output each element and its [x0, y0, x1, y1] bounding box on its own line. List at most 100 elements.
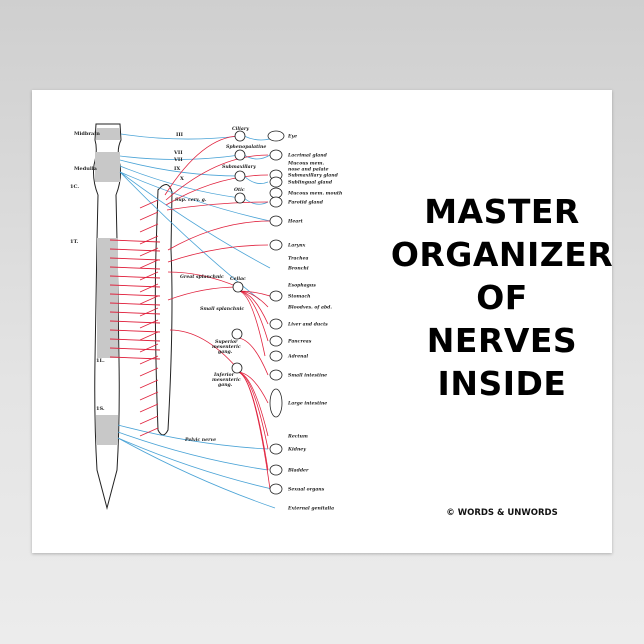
organ-shape: [269, 464, 283, 476]
organ-label: nose and palate: [288, 167, 329, 173]
organ-label: Large intestine: [287, 401, 327, 407]
organ-shape: [269, 290, 283, 302]
organ-label: Small intestine: [288, 373, 327, 379]
ganglion-label: Great splanchnic: [180, 274, 224, 280]
sympathetic-ramus: [139, 247, 159, 257]
sympathetic-ramus: [109, 293, 161, 297]
sympathetic-ramus: [139, 271, 159, 281]
cranial-nerve-label: IX: [174, 166, 180, 172]
cord-label: Midbrain: [74, 131, 100, 137]
organ-label: Bladder: [287, 468, 309, 474]
sympathetic-ramus: [139, 211, 159, 221]
ganglion-label: Sup. cerv. g.: [175, 197, 207, 203]
parasympathetic-nerve: [117, 437, 273, 490]
organ-shape: [269, 443, 283, 455]
parasympathetic-nerve: [119, 165, 241, 199]
cranial-nerve-label: VII: [173, 157, 183, 163]
organ-label: Eye: [287, 134, 297, 140]
organ-label: Sublingual gland: [288, 180, 333, 186]
parasympathetic-nerve: [117, 437, 276, 509]
sympathetic-nerve: [166, 201, 269, 211]
sympathetic-ramus: [139, 319, 159, 329]
ganglion-label: Ciliary: [232, 126, 249, 132]
sympathetic-ramus: [139, 199, 159, 209]
sympathetic-nerve: [236, 371, 269, 450]
ganglion-label: Inferior: [213, 372, 235, 378]
sympathetic-ramus: [139, 259, 159, 269]
organ-shape: [269, 239, 283, 251]
ganglion-label: Submaxillary: [222, 164, 256, 170]
sympathetic-ramus: [109, 302, 161, 306]
sphenopalatine-ganglion: [234, 149, 246, 161]
sympathetic-ramus: [139, 427, 159, 437]
cord-shading-midbrain: [96, 128, 120, 140]
sympathetic-ramus: [109, 275, 161, 279]
organ-label: Liver and ducts: [287, 322, 328, 328]
submaxillary-ganglion: [234, 170, 246, 182]
ganglion-label: mesenteric: [212, 344, 241, 350]
sympathetic-ramus: [139, 307, 159, 317]
sympathetic-nerve: [236, 371, 269, 471]
organ-shape: [269, 176, 283, 188]
cord-label: 1T.: [70, 239, 79, 245]
organ-label: Adrenal: [287, 354, 308, 360]
sympathetic-ramus: [109, 338, 161, 342]
organ-shape: [269, 215, 283, 227]
organ-label: Stomach: [288, 294, 310, 300]
cranial-nerve-label: III: [176, 132, 184, 138]
organ-label: Bloodves. of abd.: [287, 305, 332, 311]
sympathetic-nerve: [164, 135, 241, 196]
cord-label: 1L.: [96, 358, 105, 364]
cord-shading-medulla: [95, 152, 120, 182]
ganglion-label: Superior: [215, 339, 238, 345]
poster-title: MASTER ORGANIZER OF NERVES INSIDE: [362, 190, 642, 405]
sympathetic-nerve: [236, 371, 271, 490]
otic-ganglion: [234, 192, 246, 204]
sympathetic-ramus: [109, 266, 161, 270]
cord-label: Medulla: [74, 166, 98, 172]
organ-shape: [269, 369, 283, 381]
sympathetic-ramus: [139, 343, 159, 353]
organ-label: Submaxillary gland: [288, 173, 339, 179]
sympathetic-ramus: [139, 331, 159, 341]
ganglion-label: gang.: [218, 350, 233, 355]
sympathetic-nerve: [167, 271, 239, 288]
sympathetic-ramus: [139, 367, 159, 377]
sympathetic-ramus: [139, 415, 159, 425]
ciliary-ganglion: [234, 130, 246, 142]
cord-shading-thoracolumbar: [97, 238, 118, 358]
organ-label: Pancreas: [287, 339, 312, 345]
organ-label: Rectum: [287, 434, 308, 440]
organ-label: Kidney: [287, 447, 306, 453]
cranial-nerve-label: X: [180, 176, 184, 182]
inferior-mesenteric-ganglion: [231, 362, 243, 374]
parasympathetic-nerve: [119, 154, 241, 160]
ganglion-label: Sphenopalatine: [226, 144, 266, 150]
sympathetic-ramus: [139, 403, 159, 413]
sympathetic-ramus: [139, 379, 159, 389]
sympathetic-nerve: [165, 154, 269, 201]
organ-shape: [269, 335, 283, 347]
organ-label: Esophagus: [287, 283, 316, 289]
cord-label: 1C.: [70, 184, 79, 190]
organ-label: Mucous mem.: [287, 161, 324, 167]
cord-shading-sacral: [96, 415, 118, 445]
sympathetic-ramus: [109, 257, 161, 261]
sympathetic-ramus: [139, 235, 159, 245]
organ-shape: [269, 483, 283, 495]
organ-label: Heart: [287, 219, 304, 225]
sympathetic-ramus: [139, 391, 159, 401]
sympathetic-nerve: [165, 174, 269, 206]
sympathetic-ramus: [139, 355, 159, 365]
copyright-text: © WORDS & UNWORDS: [446, 508, 558, 518]
organ-label: Mucous mem. mouth: [287, 191, 342, 197]
title-line-4: NERVES: [426, 321, 578, 360]
cord-label: 1S.: [96, 406, 105, 412]
organ-shape: [269, 388, 283, 418]
parasympathetic-nerve: [243, 175, 269, 184]
parasympathetic-nerve: [119, 159, 241, 177]
ganglion-label: mesenteric: [212, 377, 241, 383]
parasympathetic-nerve: [119, 171, 271, 222]
cranial-nerve-label: VII: [173, 150, 183, 156]
